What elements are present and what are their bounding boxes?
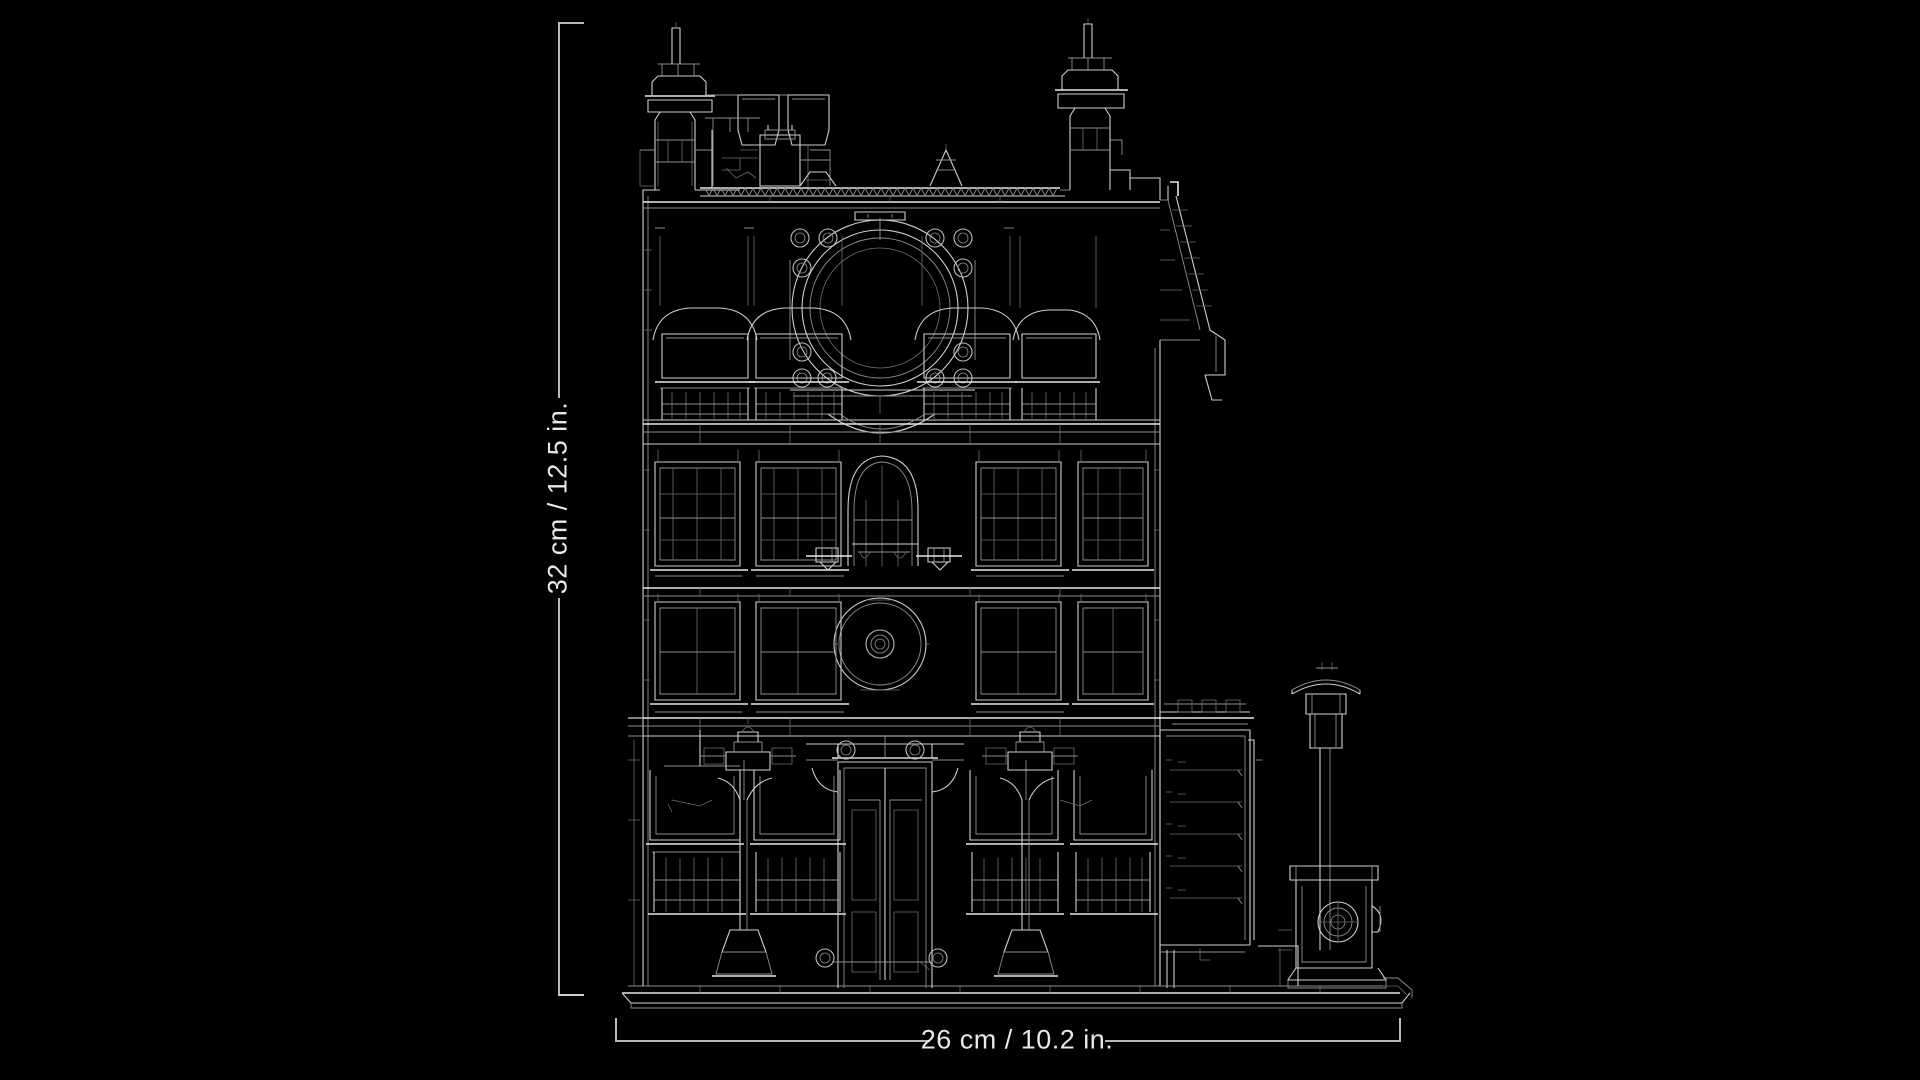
height-dimension-label: 32 cm / 12.5 in.: [542, 401, 573, 595]
upper-right-balcony-2: [1012, 236, 1101, 420]
width-dimension-label-gap: [930, 1028, 1105, 1054]
width-dimension-label: 26 cm / 10.2 in.: [920, 1024, 1114, 1055]
first-floor-band: [643, 587, 1160, 597]
upper-right-balcony-1: [914, 227, 1020, 420]
first-floor-window-right-2: [1072, 594, 1154, 705]
second-floor-arch-window: [806, 455, 962, 571]
width-dimension-cap-left: [615, 1018, 617, 1041]
upper-left-balcony-2: [746, 236, 852, 420]
roof-pediment: [929, 144, 963, 187]
roof-cornice-sawtooth: [643, 186, 1160, 209]
main-entrance-door: [806, 736, 964, 988]
second-floor-window-left-2: [751, 450, 849, 577]
second-floor-window-right-1: [971, 450, 1069, 577]
left-street-lamp: [667, 718, 796, 977]
second-floor-band: [643, 423, 1160, 445]
first-floor-window-left-2: [751, 594, 849, 713]
height-dimension-cap-bottom: [558, 994, 584, 996]
first-floor-window-left-1: [650, 594, 748, 713]
fire-hydrant-box: [1278, 865, 1388, 989]
standalone-lamp-post: [1291, 662, 1361, 950]
second-floor-window-left-1: [650, 450, 748, 577]
right-street-lamp: [982, 726, 1093, 977]
height-dimension-cap-top: [558, 22, 584, 24]
roof-chimney-pots: [705, 94, 830, 190]
ground-floor-left: [646, 730, 846, 915]
roof-dormers: [705, 117, 880, 189]
right-sloped-roof: [1130, 177, 1226, 401]
facade-fine-details: [628, 249, 1160, 986]
ground-floor-band: [628, 717, 1160, 737]
first-floor-window-right-1: [971, 594, 1069, 713]
rose-window: [789, 211, 976, 434]
ground-floor-right: [966, 770, 1158, 915]
second-floor-window-right-2: [1072, 450, 1154, 571]
left-chimney: [639, 22, 740, 191]
height-dimension-label-gap: [546, 398, 574, 598]
upper-left-balcony-1: [652, 227, 758, 420]
base-plate: [621, 977, 1413, 1009]
width-dimension-cap-right: [1399, 1018, 1401, 1041]
circular-medallion-window: [833, 597, 930, 691]
right-chimney: [1055, 18, 1131, 191]
right-wing-fire-escape: [1158, 699, 1299, 988]
